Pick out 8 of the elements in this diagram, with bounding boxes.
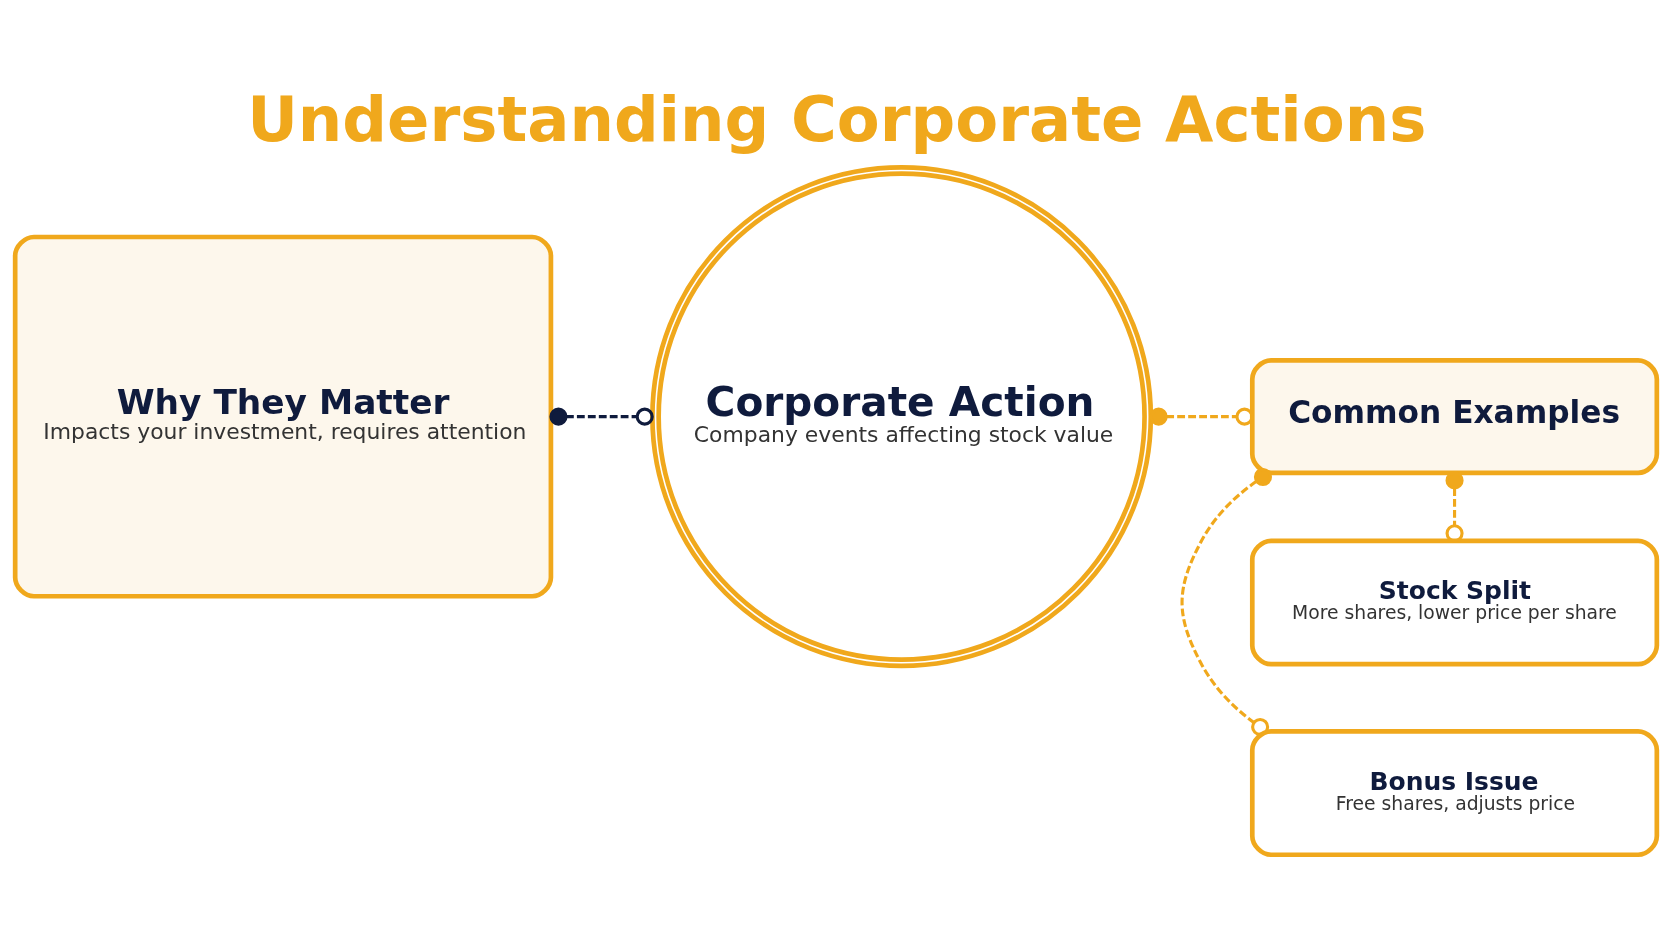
connector bbox=[1180, 467, 1272, 736]
node-box: Why They Matter Impacts your investment, requires attention bbox=[12, 234, 554, 599]
node-box: Stock Split More shares, lower price per share bbox=[1249, 538, 1660, 667]
node-circle: Corporate Action Company events affecting stock value bbox=[650, 165, 1154, 669]
node-box: Common Examples bbox=[1249, 358, 1660, 476]
diagram-title: Understanding Corporate Actions bbox=[247, 82, 1427, 156]
node-box: Bonus Issue Free shares, adjusts price bbox=[1249, 729, 1660, 858]
connector bbox=[549, 407, 654, 426]
